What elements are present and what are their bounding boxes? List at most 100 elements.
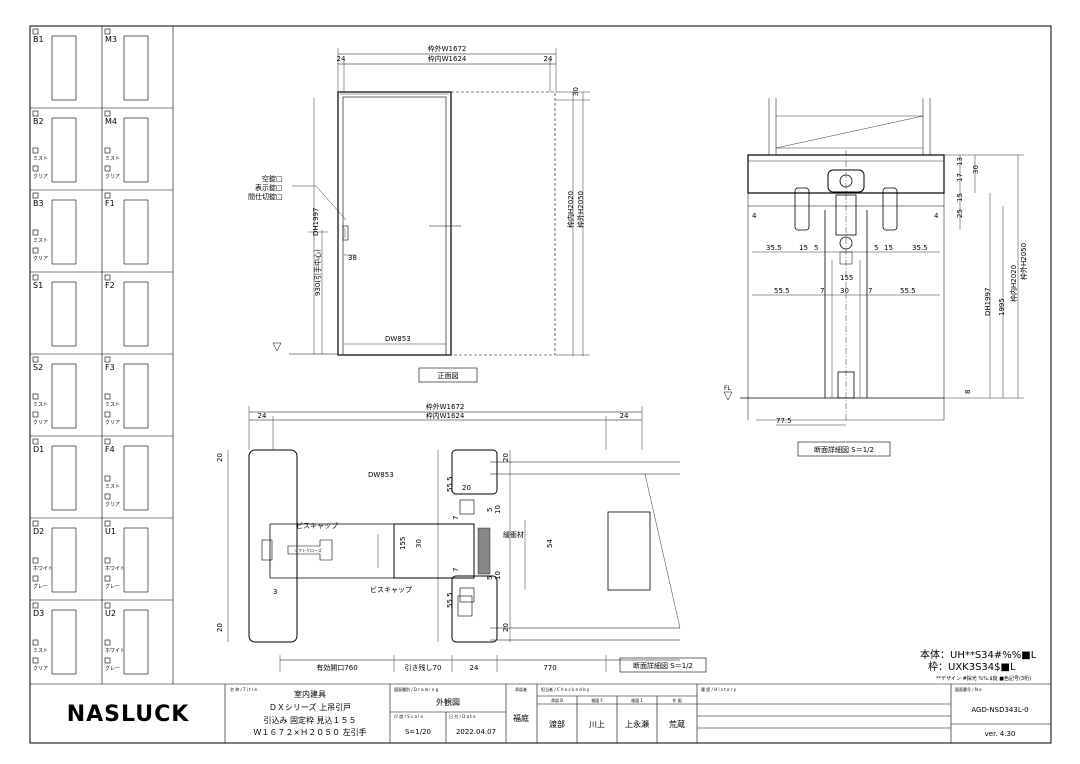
catalog-door-sketch xyxy=(123,199,149,265)
catalog-checkbox[interactable] xyxy=(32,356,39,363)
catalog-checkbox[interactable] xyxy=(32,274,39,281)
spec-main: 本体：UH**S34#%%■L xyxy=(920,648,1037,661)
catalog-option-checkbox[interactable] xyxy=(104,165,111,172)
catalog-door-sketch xyxy=(51,527,77,593)
plan-7a: 7 xyxy=(452,516,460,520)
tb-line4: Ｗ１６７２×Ｈ２０５０ 左引手 xyxy=(253,727,366,737)
catalog-option-checkbox[interactable] xyxy=(32,639,39,646)
catalog-option-label: クリア xyxy=(33,256,48,262)
catalog-code: S1 xyxy=(33,281,43,290)
catalog-option-label: ホワイト xyxy=(105,648,125,654)
front-top: 30 xyxy=(572,87,580,96)
catalog-option-checkbox[interactable] xyxy=(104,475,111,482)
catalog-checkbox[interactable] xyxy=(32,438,39,445)
catalog-cell-m3: M3 xyxy=(104,28,149,101)
catalog-checkbox[interactable] xyxy=(32,192,39,199)
catalog-option-label: ミスト xyxy=(33,648,48,654)
tb-date-value: 2022.04.07 xyxy=(456,728,496,736)
catalog-door-sketch xyxy=(123,281,149,347)
catalog-checkbox[interactable] xyxy=(104,28,111,35)
catalog-option-checkbox[interactable] xyxy=(32,411,39,418)
plan-30: 30 xyxy=(415,539,423,548)
catalog-option-checkbox[interactable] xyxy=(104,639,111,646)
catalog-option-label: ミスト xyxy=(33,156,48,162)
catalog-option-checkbox[interactable] xyxy=(32,165,39,172)
catalog-option-checkbox[interactable] xyxy=(104,493,111,500)
catalog-code: U2 xyxy=(105,609,116,618)
tb-version: ver. 4.30 xyxy=(985,730,1016,738)
catalog-option-checkbox[interactable] xyxy=(104,557,111,564)
catalog-checkbox[interactable] xyxy=(32,520,39,527)
catalog-option-checkbox[interactable] xyxy=(32,229,39,236)
catalog-option-checkbox[interactable] xyxy=(32,575,39,582)
catalog-door-sketch xyxy=(51,445,77,511)
catalog-option-checkbox[interactable] xyxy=(32,147,39,154)
catalog-code: F4 xyxy=(105,445,115,454)
sec-17: 17 xyxy=(956,173,964,182)
catalog-checkbox[interactable] xyxy=(32,602,39,609)
plan-side-right: 24 xyxy=(620,412,629,420)
catalog-code: D1 xyxy=(33,445,44,454)
catalog-option-checkbox[interactable] xyxy=(104,657,111,664)
catalog-code: D3 xyxy=(33,609,44,618)
sec-r1-e: 15 xyxy=(884,244,893,252)
catalog-door-sketch xyxy=(51,117,77,183)
catalog-checkbox[interactable] xyxy=(32,28,39,35)
catalog-option-checkbox[interactable] xyxy=(32,657,39,664)
catalog-option-label: クリア xyxy=(33,420,48,426)
catalog-option-label: グレー xyxy=(105,665,120,672)
catalog-option-checkbox[interactable] xyxy=(32,393,39,400)
catalog-option-checkbox[interactable] xyxy=(104,147,111,154)
catalog-door-sketch xyxy=(123,117,149,183)
catalog-option-checkbox[interactable] xyxy=(32,247,39,254)
catalog-checkbox[interactable] xyxy=(32,110,39,117)
catalog-code: B3 xyxy=(33,199,44,208)
catalog-checkbox[interactable] xyxy=(104,520,111,527)
sec-1995: 1995 xyxy=(998,298,1006,316)
catalog-option-checkbox[interactable] xyxy=(104,393,111,400)
sec-caption: 断面詳細図 S＝1/2 xyxy=(814,445,874,454)
sec-r2-a: 55.5 xyxy=(774,287,790,295)
front-side-left: 24 xyxy=(337,55,346,63)
catalog-checkbox[interactable] xyxy=(104,192,111,199)
catalog-checkbox[interactable] xyxy=(104,274,111,281)
tb-check-3: 検図 1 xyxy=(631,697,643,703)
sec-r1-a: 35.5 xyxy=(766,244,782,252)
front-outer-height: 枠外H2050 xyxy=(576,191,585,228)
catalog-door-sketch xyxy=(51,609,77,675)
tb-drawing-value: 外観図 xyxy=(436,697,460,707)
catalog-code: S2 xyxy=(33,363,43,372)
catalog-option-checkbox[interactable] xyxy=(104,411,111,418)
sec-r1-b: 15 xyxy=(799,244,808,252)
plan-20c: 20 xyxy=(462,484,471,492)
sec-r2-c: 30 xyxy=(840,287,849,295)
sec-r2-d: 7 xyxy=(868,287,872,295)
catalog-checkbox[interactable] xyxy=(104,602,111,609)
catalog-option-checkbox[interactable] xyxy=(104,575,111,582)
title-block xyxy=(224,684,1051,743)
catalog-checkbox[interactable] xyxy=(104,356,111,363)
catalog-checkbox[interactable] xyxy=(104,438,111,445)
sec-77-5: 77.5 xyxy=(776,417,792,425)
tb-no-label: 図面番号 / N o xyxy=(955,686,982,692)
catalog-code: U1 xyxy=(105,527,116,536)
sec-r2-b: 7 xyxy=(820,287,824,295)
tb-line3: 引込み 固定枠 見込１５５ xyxy=(263,715,356,725)
sec-r2-e: 55.5 xyxy=(900,287,916,295)
plan-5b: 5 xyxy=(486,576,494,580)
spec-frame: 枠：UXK3S34$■L xyxy=(928,660,1016,673)
catalog-checkbox[interactable] xyxy=(104,110,111,117)
catalog-option-label: ミスト xyxy=(105,484,120,490)
sec-fl: FL xyxy=(724,385,731,392)
plan-inner-width: 枠内W1624 xyxy=(426,411,465,420)
plan-bottom-1: 有効開口760 xyxy=(316,663,357,672)
catalog-door-sketch xyxy=(51,363,77,429)
catalog-option-checkbox[interactable] xyxy=(32,557,39,564)
